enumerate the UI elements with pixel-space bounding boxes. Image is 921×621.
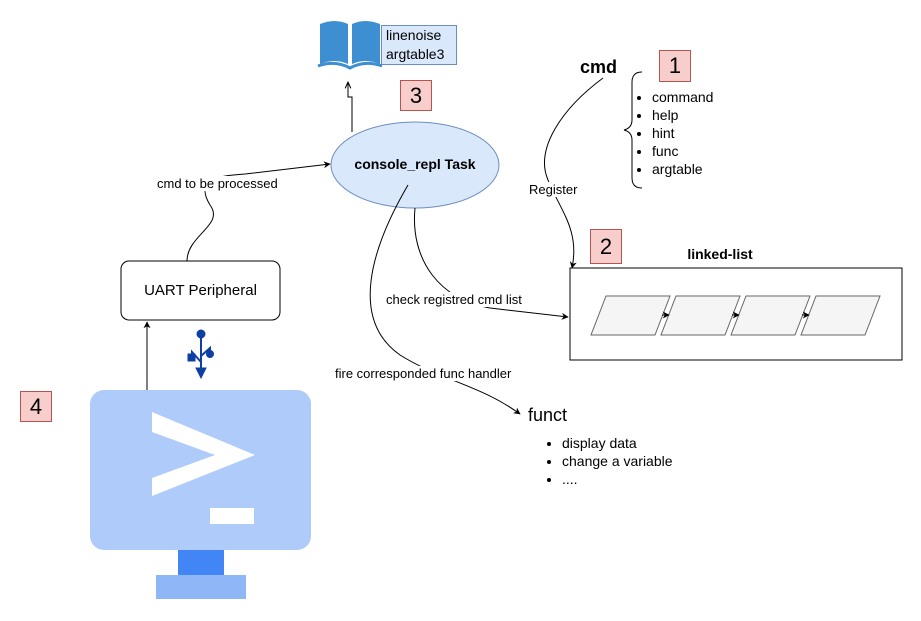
badge-4: 4	[20, 391, 52, 422]
usb-icon	[187, 329, 214, 380]
edge-task-to-book	[348, 82, 353, 132]
edge-label-cmd-to-process: cmd to be processed	[157, 176, 278, 191]
console-repl-label: console_repl Task	[354, 156, 476, 172]
edge-uart-to-task	[186, 161, 331, 262]
book-line-1: linenoise	[386, 27, 442, 43]
cmd-field: argtable	[652, 160, 713, 178]
uart-label: UART Peripheral	[144, 282, 257, 299]
linked-list-title: linked-list	[687, 246, 753, 262]
badge-3: 3	[400, 80, 432, 111]
linked-list-nodes	[590, 295, 881, 336]
cmd-field: func	[652, 142, 713, 160]
badge-1: 1	[659, 50, 691, 82]
funct-item: change a variable	[562, 452, 673, 470]
funct-item: ....	[562, 470, 673, 488]
book-label: linenoise argtable3	[381, 25, 457, 65]
badge-2: 2	[590, 229, 622, 264]
uart-box	[120, 260, 281, 321]
cmd-title: cmd	[580, 57, 618, 77]
funct-items-list: display data change a variable ....	[540, 434, 673, 488]
cmd-field: command	[652, 88, 713, 106]
funct-title: funct	[528, 405, 568, 425]
edge-label-register: Register	[529, 182, 578, 197]
terminal-monitor-icon	[90, 390, 311, 599]
edge-label-fire-handler: fire corresponded func handler	[335, 366, 512, 381]
funct-item: display data	[562, 434, 673, 452]
edge-register	[544, 77, 604, 269]
cmd-fields-list: command help hint func argtable	[630, 88, 713, 178]
edge-label-check-list: check registred cmd list	[386, 292, 522, 307]
cmd-field: hint	[652, 124, 713, 142]
book-icon	[317, 21, 383, 70]
cmd-brace	[623, 71, 643, 189]
cmd-field: help	[652, 106, 713, 124]
edge-fire-handler	[369, 184, 521, 415]
book-line-2: argtable3	[386, 46, 445, 62]
